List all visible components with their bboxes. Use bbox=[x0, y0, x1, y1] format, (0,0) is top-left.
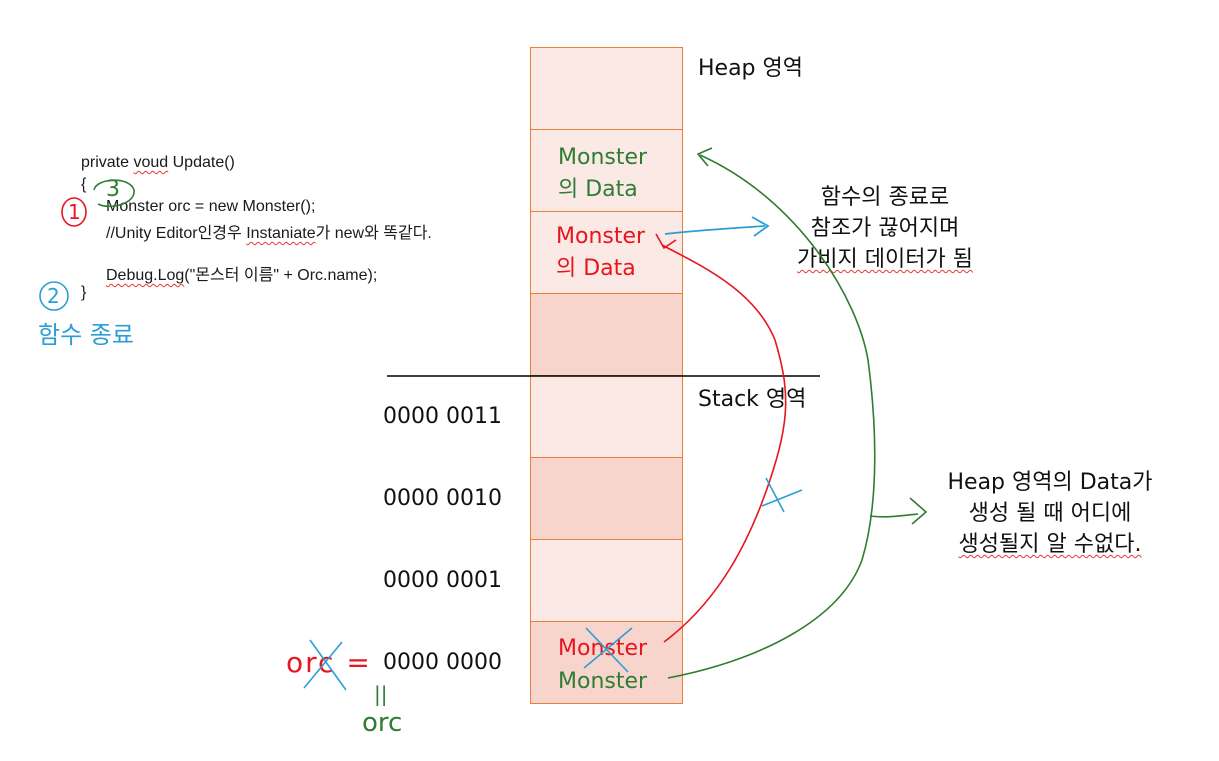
code-line-1: private voud Update() bbox=[81, 154, 235, 172]
stack-red-monster: Monster bbox=[558, 636, 648, 661]
orc-cross-mark bbox=[303, 639, 347, 691]
green-reference-line bbox=[667, 154, 876, 679]
step-number-1: 1 bbox=[68, 200, 81, 224]
equivalent-mark: || bbox=[374, 682, 388, 706]
code-text: //Unity Editor인경우 bbox=[106, 225, 247, 242]
code-text-typo: Debug.Log bbox=[106, 267, 185, 284]
heap-green-line2: 의 Data bbox=[558, 177, 638, 202]
heap-red-line1: Monster bbox=[556, 224, 646, 249]
function-end-note: 함수 종료 bbox=[38, 321, 134, 349]
stack-address-2: 0000 0010 bbox=[383, 486, 502, 511]
red-reference-arrowhead bbox=[655, 233, 677, 250]
green-note-arrow-head bbox=[909, 497, 928, 525]
green-note-arrow-line bbox=[869, 513, 919, 518]
code-text: private bbox=[81, 154, 134, 171]
stack-cell-2 bbox=[530, 457, 683, 540]
red-reference-line bbox=[661, 244, 787, 643]
circle-step-2 bbox=[39, 281, 69, 311]
code-line-6: } bbox=[81, 284, 87, 301]
green-reference-arrowhead bbox=[696, 147, 713, 167]
garbage-note-line3: 가비지 데이터가 됨 bbox=[760, 244, 1010, 275]
code-text-typo: voud bbox=[133, 154, 169, 171]
garbage-note-line3-text: 가비지 데이터가 됨 bbox=[797, 247, 973, 272]
heap-red-line2: 의 Data bbox=[556, 256, 636, 281]
orc-variable-label: orc = bbox=[286, 646, 372, 679]
code-text: 가 new와 똑같다. bbox=[315, 225, 432, 242]
stack-address-3: 0000 0011 bbox=[383, 404, 502, 429]
stack-green-monster: Monster bbox=[558, 669, 648, 694]
orc-variable-green: orc bbox=[362, 708, 403, 738]
heap-area-label: Heap 영역 bbox=[698, 56, 803, 81]
heap-cell-top bbox=[530, 47, 683, 130]
garbage-note: 함수의 종료로 참조가 끊어지며 가비지 데이터가 됨 bbox=[760, 182, 1010, 275]
blue-cross-mark bbox=[761, 477, 803, 513]
heap-unknown-line1: Heap 영역의 Data가 bbox=[947, 470, 1153, 495]
heap-cell-green: Monster 의 Data bbox=[530, 129, 683, 212]
stack-address-0: 0000 0000 bbox=[383, 650, 502, 675]
heap-green-line1: Monster bbox=[558, 145, 648, 170]
heap-cell-red: Monster 의 Data bbox=[530, 211, 683, 294]
stack-cell-0: Monster Monster bbox=[530, 621, 683, 704]
blue-arrow-head bbox=[751, 216, 770, 237]
heap-unknown-line3: 생성될지 알 수없다. bbox=[920, 529, 1180, 560]
monster-cross-mark bbox=[583, 627, 633, 673]
circle-step-1 bbox=[61, 197, 87, 227]
heap-cell-bottom bbox=[530, 293, 683, 376]
code-text-typo: Instaniate bbox=[246, 225, 316, 242]
stack-cell-1 bbox=[530, 539, 683, 622]
step-number-3: 3 bbox=[106, 177, 120, 202]
heap-unknown-line2: 생성 될 때 어디에 bbox=[968, 501, 1132, 526]
step-number-2: 2 bbox=[47, 284, 60, 308]
code-line-5: Debug.Log("몬스터 이름" + Orc.name); bbox=[106, 261, 377, 285]
stack-area-label: Stack 영역 bbox=[698, 387, 807, 412]
code-line-3: Monster orc = new Monster(); bbox=[106, 198, 316, 215]
code-line-2: { bbox=[81, 176, 87, 193]
garbage-note-line2: 참조가 끊어지며 bbox=[810, 216, 960, 241]
heap-unknown-note: Heap 영역의 Data가 생성 될 때 어디에 생성될지 알 수없다. bbox=[920, 467, 1180, 560]
garbage-note-line1: 함수의 종료로 bbox=[820, 185, 950, 210]
code-line-4: //Unity Editor인경우 Instaniate가 new와 똑같다. bbox=[106, 219, 432, 243]
code-text: ("몬스터 이름" + Orc.name); bbox=[184, 267, 378, 284]
stack-address-1: 0000 0001 bbox=[383, 568, 502, 593]
code-text: Update() bbox=[168, 154, 235, 171]
circle-step-3 bbox=[93, 179, 135, 208]
blue-arrow-line bbox=[664, 225, 766, 235]
heap-unknown-line3-text: 생성될지 알 수없다. bbox=[958, 532, 1142, 557]
